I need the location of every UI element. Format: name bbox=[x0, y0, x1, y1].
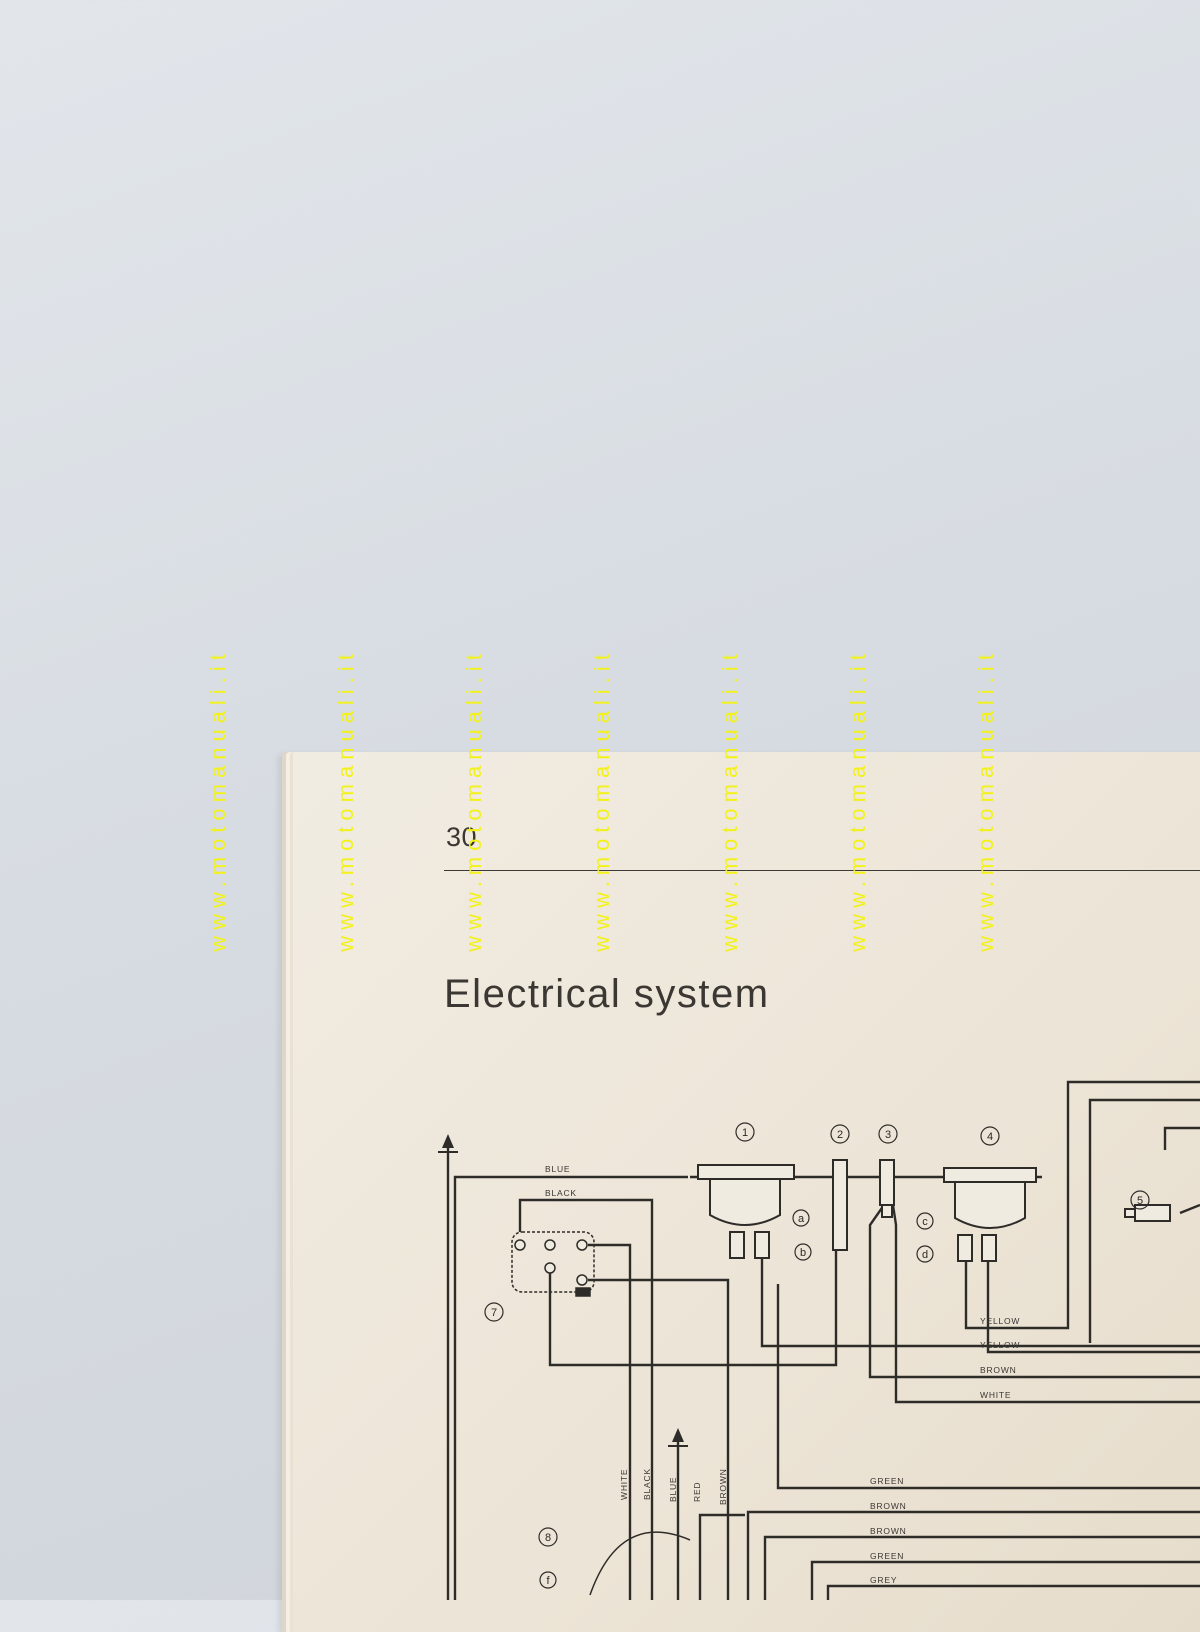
page-number: 30 bbox=[446, 822, 478, 852]
watermark-4: www.motomanuali.it bbox=[589, 648, 615, 952]
watermark-3: www.motomanuali.it bbox=[461, 648, 487, 952]
watermark-7: www.motomanuali.it bbox=[973, 648, 999, 952]
watermark-1: www.motomanuali.it bbox=[205, 648, 231, 952]
watermark-6: www.motomanuali.it bbox=[845, 648, 871, 952]
watermark-2: www.motomanuali.it bbox=[333, 648, 359, 952]
watermark-5: www.motomanuali.it bbox=[717, 648, 743, 952]
section-title: Electrical system bbox=[444, 972, 770, 1016]
header-rule bbox=[444, 870, 1200, 871]
